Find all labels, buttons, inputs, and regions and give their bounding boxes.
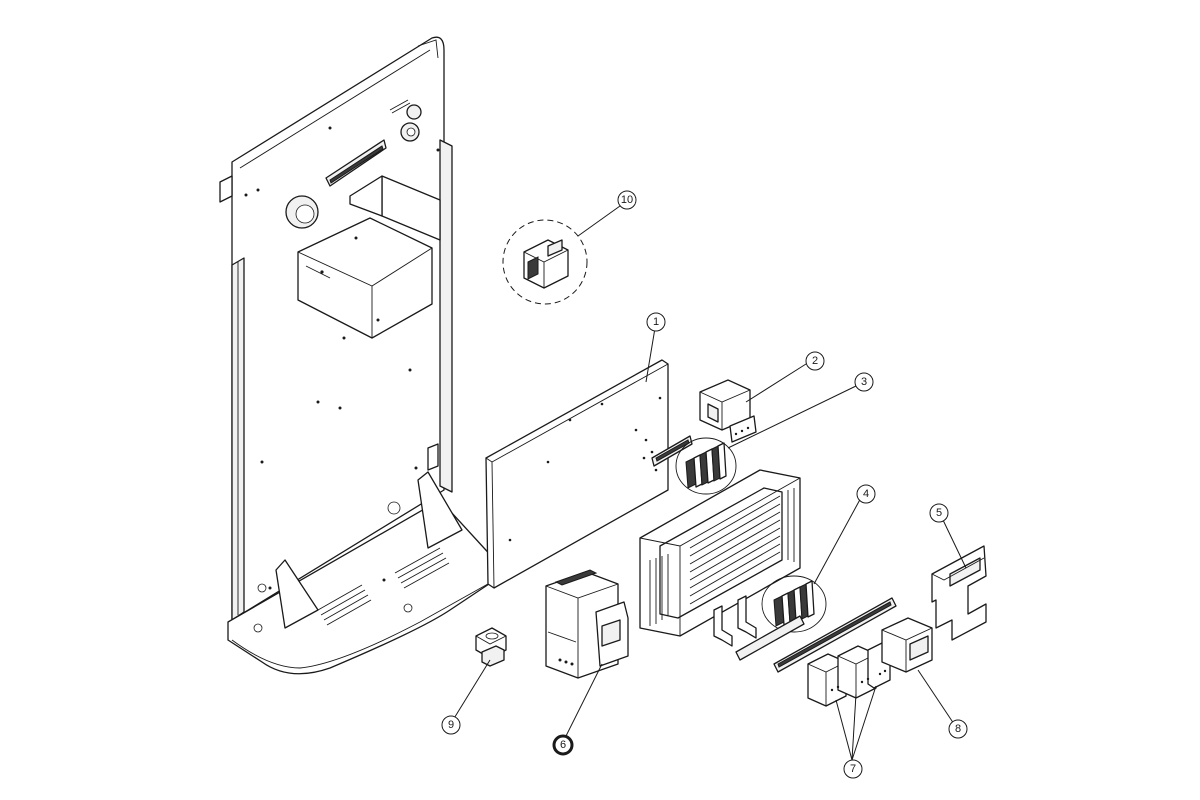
part-1-mounting-plate bbox=[485, 359, 669, 589]
callout-8: 8 bbox=[948, 719, 968, 739]
callout-5: 5 bbox=[929, 503, 949, 523]
part-6-frequency-drive bbox=[545, 569, 629, 679]
part-9-cable-gland bbox=[475, 627, 507, 667]
part-7-relays bbox=[807, 641, 891, 707]
part-10-main-switch-detail bbox=[502, 219, 588, 305]
callout-5-label: 5 bbox=[936, 507, 942, 519]
cable-duct-frame bbox=[639, 469, 801, 637]
callout-1: 1 bbox=[646, 312, 666, 332]
callout-6: 6 bbox=[552, 734, 574, 756]
callout-2-label: 2 bbox=[812, 355, 818, 367]
callout-9: 9 bbox=[441, 715, 461, 735]
callout-4: 4 bbox=[856, 484, 876, 504]
callout-10-label: 10 bbox=[621, 194, 633, 206]
part-2-transformer bbox=[699, 379, 757, 443]
callout-3-label: 3 bbox=[861, 376, 867, 388]
callout-8-label: 8 bbox=[955, 723, 961, 735]
callout-9-label: 9 bbox=[448, 719, 454, 731]
callout-1-label: 1 bbox=[653, 316, 659, 328]
part-5-support-bracket bbox=[931, 545, 987, 641]
part-4-terminal-blocks bbox=[713, 575, 897, 673]
callout-6-label: 6 bbox=[560, 739, 566, 751]
callout-7-label: 7 bbox=[850, 763, 856, 775]
part-8-power-supply bbox=[881, 617, 933, 673]
callout-7: 7 bbox=[843, 759, 863, 779]
callout-2: 2 bbox=[805, 351, 825, 371]
callout-6-highlight-ring bbox=[552, 734, 574, 756]
part-3-terminal-rail bbox=[651, 435, 737, 495]
callout-3: 3 bbox=[854, 372, 874, 392]
leader-lines bbox=[452, 205, 967, 761]
callout-4-label: 4 bbox=[863, 488, 869, 500]
callout-10: 10 bbox=[617, 190, 637, 210]
cabinet-frame bbox=[219, 36, 496, 675]
